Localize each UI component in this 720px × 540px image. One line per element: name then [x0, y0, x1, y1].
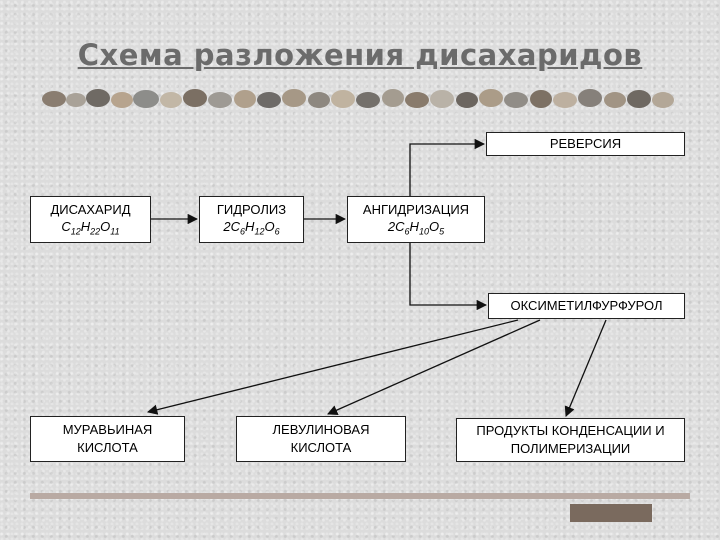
node-condensation: ПРОДУКТЫ КОНДЕНСАЦИИ И ПОЛИМЕРИЗАЦИИ: [456, 418, 685, 462]
arrow-to-hmf: [410, 242, 486, 305]
formula-element: C: [61, 219, 70, 234]
formula-element: O: [429, 219, 439, 234]
formula-element: H: [410, 219, 419, 234]
arrow-hmf-levulinic: [328, 320, 540, 414]
formula-subscript: 10: [419, 227, 429, 237]
node-reversion: РЕВЕРСИЯ: [486, 132, 685, 156]
formula-element: C: [231, 219, 240, 234]
node-hydrolysis: ГИДРОЛИЗ 2C6H12O6: [199, 196, 304, 243]
node-levulinic-acid: ЛЕВУЛИНОВАЯ КИСЛОТА: [236, 416, 406, 462]
arrow-to-reversion: [410, 144, 484, 196]
formula-element: H: [81, 219, 90, 234]
formula-element: C: [395, 219, 404, 234]
node-disaccharide-formula: C12H22O11: [61, 218, 119, 238]
navigation-button[interactable]: [570, 504, 652, 522]
node-formic-acid: МУРАВЬИНАЯ КИСЛОТА: [30, 416, 185, 462]
node-anhydrization-label: АНГИДРИЗАЦИЯ: [363, 201, 469, 219]
arrow-hmf-condensation: [566, 320, 606, 416]
formula-subscript: 11: [110, 227, 119, 237]
formula-element: O: [100, 219, 110, 234]
formula-subscript: 22: [90, 227, 100, 237]
node-anhydrization-formula: 2C6H10O5: [388, 218, 444, 238]
node-disaccharide-label: ДИСАХАРИД: [50, 201, 130, 219]
node-condensation-line1: ПРОДУКТЫ КОНДЕНСАЦИИ И: [476, 422, 664, 440]
node-disaccharide: ДИСАХАРИД C12H22O11: [30, 196, 151, 243]
node-hydrolysis-label: ГИДРОЛИЗ: [217, 201, 286, 219]
node-hydrolysis-formula: 2C6H12O6: [223, 218, 279, 238]
node-formic-acid-line1: МУРАВЬИНАЯ: [63, 421, 153, 439]
footer-bar: [30, 493, 690, 499]
node-reversion-label: РЕВЕРСИЯ: [550, 135, 621, 153]
formula-subscript: 12: [71, 227, 81, 237]
node-anhydrization: АНГИДРИЗАЦИЯ 2C6H10O5: [347, 196, 485, 243]
node-levulinic-acid-line2: КИСЛОТА: [291, 439, 352, 457]
formula-subscript: 12: [254, 227, 264, 237]
node-condensation-line2: ПОЛИМЕРИЗАЦИИ: [511, 440, 631, 458]
formula-subscript: 5: [439, 227, 444, 237]
node-hmf-label: ОКСИМЕТИЛФУРФУРОЛ: [511, 297, 663, 315]
node-levulinic-acid-line1: ЛЕВУЛИНОВАЯ: [273, 421, 370, 439]
node-formic-acid-line2: КИСЛОТА: [77, 439, 138, 457]
formula-element: O: [264, 219, 274, 234]
formula-coefficient: 2: [223, 219, 230, 234]
formula-subscript: 6: [275, 227, 280, 237]
node-hmf: ОКСИМЕТИЛФУРФУРОЛ: [488, 293, 685, 319]
arrow-hmf-formic: [148, 320, 518, 412]
